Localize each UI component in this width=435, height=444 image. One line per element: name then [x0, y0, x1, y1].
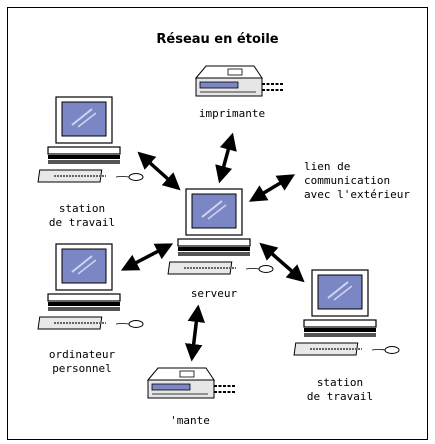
- server-label: serveur: [190, 287, 238, 300]
- arrow-server-workstation-left: [137, 151, 181, 191]
- diagram-title: Réseau en étoile: [156, 32, 279, 47]
- printer-bottom-icon: [147, 367, 237, 399]
- arrow-server-printer-bottom: [184, 304, 206, 362]
- workstation-left-label-line2: de travail: [48, 216, 116, 229]
- arrow-server-printer-top: [215, 132, 237, 184]
- link-label-line2: communication: [304, 174, 391, 187]
- arrow-server-workstation-right: [259, 242, 305, 283]
- pc-icon: [37, 243, 144, 330]
- workstation-left-label-line1: station: [58, 202, 106, 215]
- printer-bottom-label: 'mante: [170, 414, 210, 427]
- link-label-line1: lien de: [304, 160, 351, 173]
- workstation-right-label-line1: station: [316, 376, 364, 389]
- pc-label-line2: personnel: [52, 362, 112, 375]
- workstation-left-icon: [37, 96, 144, 183]
- workstation-right-label-line2: de travail: [306, 390, 374, 403]
- arrow-server-link: [248, 174, 296, 202]
- arrow-server-pc: [120, 243, 174, 271]
- printer-top-icon: [195, 65, 285, 97]
- link-label-line3: avec l'extérieur: [304, 188, 410, 201]
- workstation-right-icon: [293, 269, 400, 356]
- printer-top-label: imprimante: [198, 107, 266, 120]
- server-icon: [167, 188, 274, 275]
- pc-label-line1: ordinateur: [48, 348, 116, 361]
